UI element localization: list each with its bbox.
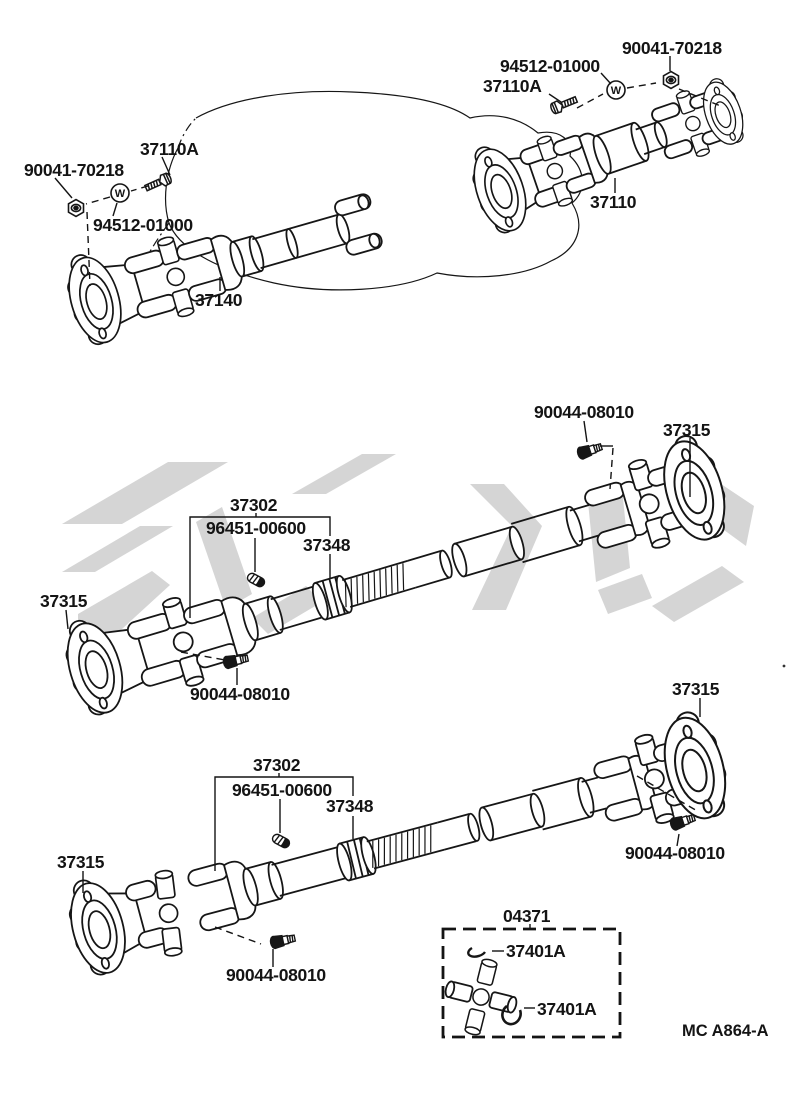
snap-ring-icon bbox=[467, 946, 486, 958]
part-label-pin: 96451-00600 bbox=[206, 518, 306, 538]
grease-fitting-icon bbox=[575, 440, 604, 461]
part-label-kit: 04371 bbox=[503, 906, 551, 926]
part-label-bolt-front: 37110A bbox=[140, 139, 199, 159]
middle-propeller-shaft-drawing bbox=[55, 428, 736, 721]
part-label-fitting: 90044-08010 bbox=[534, 402, 634, 422]
part-label-bolt-rear: 37110A bbox=[483, 76, 542, 96]
dashed-assembly-lines bbox=[85, 82, 724, 945]
part-label-spacer: 37348 bbox=[326, 796, 374, 816]
part-label-nut-rear: 90041-70218 bbox=[622, 38, 722, 58]
part-label-fitting: 90044-08010 bbox=[625, 843, 725, 863]
part-label-nut-front: 90041-70218 bbox=[24, 160, 124, 180]
washer-symbol: W bbox=[611, 85, 622, 97]
grease-fitting-icon bbox=[268, 931, 297, 950]
part-label-flange: 37315 bbox=[663, 420, 711, 440]
washer-icon: W bbox=[606, 80, 626, 100]
figure-code: MC A864-A bbox=[682, 1022, 769, 1040]
part-label-fitting: 90044-08010 bbox=[226, 965, 326, 985]
part-label-washer-front: 94512-01000 bbox=[93, 215, 193, 235]
u-joint-spider-icon bbox=[444, 957, 518, 1037]
part-bracket bbox=[214, 776, 354, 871]
leader-lines bbox=[54, 56, 701, 1009]
bolt-icon bbox=[142, 171, 174, 195]
part-label-shaft-37110: 37110 bbox=[590, 192, 637, 212]
kit-dashed-border bbox=[441, 927, 622, 1039]
hardware-icons: W W bbox=[67, 70, 697, 950]
nut-icon bbox=[67, 198, 85, 218]
part-label-washer-rear: 94512-01000 bbox=[500, 56, 600, 76]
washer-icon: W bbox=[110, 183, 130, 203]
part-label-flange: 37315 bbox=[40, 591, 88, 611]
part-label-shaft-37140: 37140 bbox=[195, 290, 243, 310]
snap-ring-icon bbox=[501, 1004, 522, 1026]
part-label-shaft-37302: 37302 bbox=[253, 755, 301, 775]
part-label-flange: 37315 bbox=[672, 679, 720, 699]
part-bracket bbox=[189, 516, 331, 618]
print-artifact-dot bbox=[782, 664, 786, 668]
rear-propeller-shaft-37110-drawing bbox=[462, 73, 751, 239]
u-joint-kit-box bbox=[441, 927, 622, 1039]
washer-symbol: W bbox=[115, 188, 126, 200]
part-label-flange: 37315 bbox=[57, 852, 105, 872]
part-label-snap-ring: 37401A bbox=[506, 941, 566, 961]
lower-propeller-shaft-drawing bbox=[60, 705, 737, 980]
part-label-snap-ring: 37401A bbox=[537, 999, 597, 1019]
front-propeller-shaft-37140-drawing bbox=[58, 193, 383, 350]
nut-icon bbox=[662, 70, 680, 90]
part-label-fitting: 90044-08010 bbox=[190, 684, 290, 704]
part-labels: 90041-70218 94512-01000 37110A 37110 371… bbox=[24, 38, 769, 1040]
spring-pin-icon bbox=[270, 832, 292, 850]
part-label-pin: 96451-00600 bbox=[232, 780, 332, 800]
part-label-spacer: 37348 bbox=[303, 535, 351, 555]
part-label-shaft-37302: 37302 bbox=[230, 495, 278, 515]
